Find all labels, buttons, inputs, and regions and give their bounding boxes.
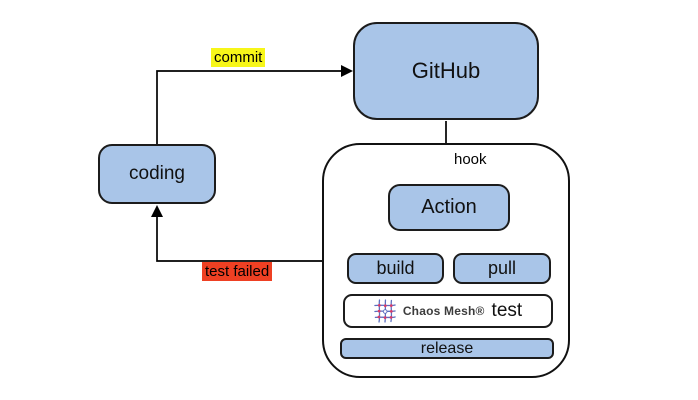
commit-arrow (156, 65, 353, 145)
test-failed-arrow (151, 205, 322, 262)
chaos-mesh-brand-text: Chaos Mesh® (402, 304, 485, 318)
node-action-label: Action (421, 196, 477, 218)
node-pull-label: pull (487, 258, 517, 278)
node-coding-label: coding (129, 163, 185, 184)
edge-label-hook: hook (454, 151, 487, 168)
node-test: Chaos Mesh® test (343, 294, 553, 328)
node-github-label: GitHub (411, 58, 481, 83)
chaos-mesh-logo-icon (374, 299, 396, 323)
node-github: GitHub (353, 22, 539, 120)
node-release-label: release (420, 339, 474, 357)
node-coding: coding (98, 144, 216, 204)
node-release: release (340, 338, 554, 359)
node-pull: pull (453, 253, 551, 284)
node-build: build (347, 253, 444, 284)
node-test-label: test (491, 300, 523, 321)
node-build-label: build (376, 258, 415, 278)
node-action: Action (388, 184, 510, 231)
edge-label-test-failed: test failed (202, 262, 273, 281)
edge-label-commit: commit (211, 48, 266, 67)
